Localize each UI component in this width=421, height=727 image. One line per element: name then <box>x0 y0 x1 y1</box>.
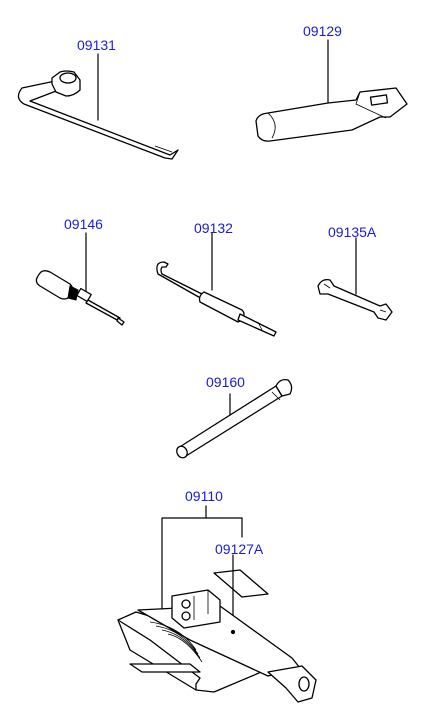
jack-screw-end <box>267 665 317 703</box>
screwdriver-shaft <box>85 299 121 322</box>
part-number-text: 09131 <box>77 37 116 53</box>
hook-end <box>156 261 207 301</box>
tool-bag-shape <box>255 87 408 142</box>
part-label-09132[interactable]: 09132 <box>194 220 233 236</box>
part-label-09127A[interactable]: 09127A <box>215 541 263 557</box>
part-number-text: 09135A <box>328 224 377 240</box>
spanner-illustration <box>317 237 393 321</box>
wrench-bar <box>17 79 179 160</box>
part-label-09129[interactable]: 09129 <box>303 23 342 39</box>
hook-handle-illustration <box>156 232 277 337</box>
hook-grip <box>198 291 245 323</box>
spanner-body <box>317 278 393 321</box>
screwdriver-handle <box>35 270 74 300</box>
jack-label-sticker <box>213 569 269 598</box>
part-label-09131[interactable]: 09131 <box>77 37 116 53</box>
part-number-text: 09129 <box>303 23 342 39</box>
jack-handle-bar-illustration <box>176 378 293 459</box>
part-number-text: 09146 <box>64 216 103 232</box>
part-label-09146[interactable]: 09146 <box>64 216 103 232</box>
part-number-text: 09132 <box>194 220 233 236</box>
part-number-text: 09110 <box>185 488 223 504</box>
scissor-jack-illustration <box>117 505 317 703</box>
tool-bag-illustration <box>255 39 408 142</box>
screwdriver-illustration <box>35 232 125 326</box>
part-label-09160[interactable]: 09160 <box>206 374 245 390</box>
part-number-text: 09127A <box>215 541 264 557</box>
part-label-09135A[interactable]: 09135A <box>328 224 376 240</box>
lug-wrench-illustration <box>17 53 179 160</box>
jack-saddle <box>171 589 221 629</box>
leader-bracket-09110 <box>161 517 243 609</box>
part-number-text: 09160 <box>206 374 245 390</box>
part-label-09110[interactable]: 09110 <box>185 488 223 504</box>
